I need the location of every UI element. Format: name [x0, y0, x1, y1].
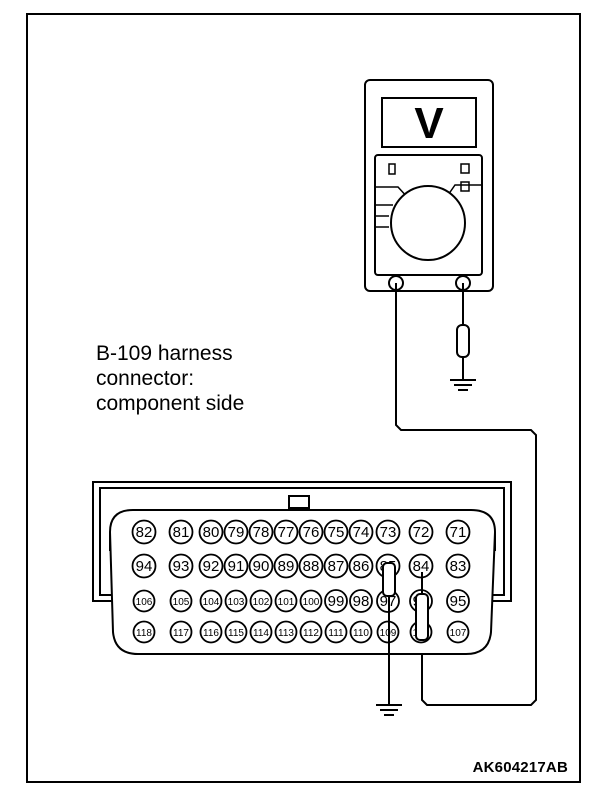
pin-label-99: 99 [328, 593, 345, 610]
pin-91 [223, 553, 249, 579]
pin-label-88: 88 [303, 558, 320, 575]
pin-104 [199, 589, 223, 613]
pin-90 [248, 553, 274, 579]
pin-grid: 82 81 80 79 78 77 76 75 74 73 72 71 94 93 92 91 90 89 88 87… [131, 519, 471, 644]
probes [376, 562, 429, 716]
pin-label-98: 98 [353, 593, 370, 610]
ground-lead [450, 283, 476, 391]
pin-80 [198, 519, 224, 545]
pin-110 [349, 620, 373, 644]
pin-113 [274, 620, 298, 644]
meter-mode-symbol: V [414, 99, 444, 148]
pin-label-79: 79 [228, 524, 245, 541]
pin-79 [223, 519, 249, 545]
pin-100 [299, 589, 323, 613]
pin-label-106: 106 [136, 597, 153, 608]
pin-74 [348, 519, 374, 545]
pin-label-117: 117 [173, 628, 189, 639]
connector-caption: B-109 harness connector: component side [96, 341, 244, 416]
pin-76 [298, 519, 324, 545]
pin-98 [349, 589, 373, 613]
pin-94 [131, 553, 157, 579]
pin-label-113: 113 [278, 628, 294, 639]
pin-label-84: 84 [413, 558, 430, 575]
pin-label-107: 107 [450, 628, 467, 639]
pin-label-115: 115 [228, 628, 244, 639]
pin-label-102: 102 [253, 597, 270, 608]
pin-label-95: 95 [450, 593, 467, 610]
pin-label-94: 94 [136, 558, 153, 575]
caption-line-3: component side [96, 392, 245, 415]
pin-71 [445, 519, 471, 545]
pin-label-82: 82 [136, 524, 153, 541]
figure-id: AK604217AB [472, 759, 568, 776]
pin-label-105: 105 [173, 597, 190, 608]
pin-78 [248, 519, 274, 545]
pin-92 [198, 553, 224, 579]
pin-label-92: 92 [203, 558, 220, 575]
pin-99 [324, 589, 348, 613]
signal-lead [395, 283, 537, 706]
diagram-frame [26, 13, 581, 783]
pin-label-73: 73 [380, 524, 397, 541]
pin-label-101: 101 [278, 597, 295, 608]
pin-label-90: 90 [253, 558, 270, 575]
pin-72 [408, 519, 434, 545]
pin-label-104: 104 [203, 597, 220, 608]
multimeter [364, 79, 494, 292]
pin-117 [169, 620, 193, 644]
pin-label-111: 111 [328, 628, 344, 639]
pin-86 [348, 553, 374, 579]
pin-118 [132, 620, 156, 644]
pin-label-81: 81 [173, 524, 190, 541]
pin-label-75: 75 [328, 524, 345, 541]
pin-73 [375, 519, 401, 545]
pin-label-112: 112 [303, 628, 319, 639]
pin-116 [199, 620, 223, 644]
pin-93 [168, 553, 194, 579]
pin-label-91: 91 [228, 558, 245, 575]
pin-label-72: 72 [413, 524, 430, 541]
pin-label-110: 110 [353, 628, 369, 639]
pin-label-114: 114 [253, 628, 269, 639]
pin-114 [249, 620, 273, 644]
pin-label-118: 118 [136, 628, 152, 639]
pin-label-87: 87 [328, 558, 345, 575]
pin-label-83: 83 [450, 558, 467, 575]
pin-label-74: 74 [353, 524, 370, 541]
pin-label-80: 80 [203, 524, 220, 541]
pin-89 [273, 553, 299, 579]
pin-label-116: 116 [203, 628, 219, 639]
pin-label-103: 103 [228, 597, 245, 608]
pin-101 [274, 589, 298, 613]
pin-87 [323, 553, 349, 579]
pin-83 [445, 553, 471, 579]
pin-label-100: 100 [303, 597, 320, 608]
pin-label-78: 78 [253, 524, 270, 541]
pin-111 [324, 620, 348, 644]
pin-label-71: 71 [450, 524, 467, 541]
pin-112 [299, 620, 323, 644]
pin-102 [249, 589, 273, 613]
pin-label-76: 76 [303, 524, 320, 541]
pin-label-93: 93 [173, 558, 190, 575]
pin-115 [224, 620, 248, 644]
pin-75 [323, 519, 349, 545]
pin-106 [132, 589, 156, 613]
pin-81 [168, 519, 194, 545]
pin-label-89: 89 [278, 558, 295, 575]
caption-line-2: connector: [96, 367, 195, 390]
pin-88 [298, 553, 324, 579]
pin-105 [169, 589, 193, 613]
pin-label-77: 77 [278, 524, 295, 541]
pin-82 [131, 519, 157, 545]
b109-connector [92, 481, 512, 655]
pin-95 [446, 589, 470, 613]
pin-107 [446, 620, 470, 644]
pin-label-86: 86 [353, 558, 370, 575]
pin-103 [224, 589, 248, 613]
caption-line-1: B-109 harness [96, 342, 233, 365]
pin-77 [273, 519, 299, 545]
